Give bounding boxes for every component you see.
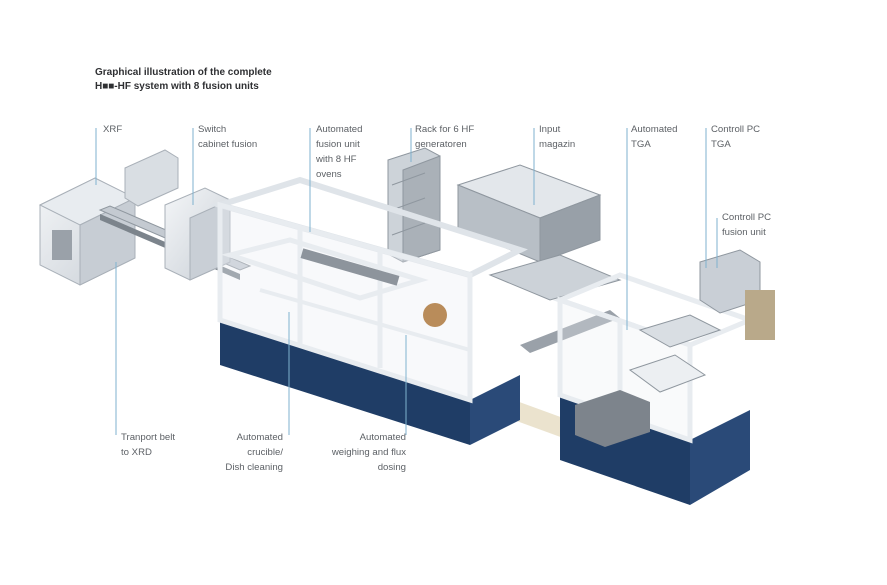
fusion-unit-frame xyxy=(209,176,528,445)
label-automated-tga: Automated TGA xyxy=(631,124,678,150)
label-transport-belt: Tranport belt to XRD xyxy=(121,432,176,458)
label-crucible-cleaning: Automated crucible/ Dish cleaning xyxy=(225,432,283,473)
label-xrf: XRF xyxy=(103,124,123,135)
tga-cell xyxy=(552,249,775,505)
label-controll-pc-fusion: Controll PC fusion unit xyxy=(722,212,772,238)
label-fusion-unit: Automated fusion unit with 8 HF ovens xyxy=(316,124,363,180)
leader-lines xyxy=(95,128,718,435)
title-line-1: Graphical illustration of the complete xyxy=(95,67,272,78)
label-weighing-dosing: Automated weighing and flux dosing xyxy=(331,432,406,473)
label-rack: Rack for 6 HF generatoren xyxy=(415,124,475,150)
hf-generator-rack xyxy=(387,147,441,263)
label-controll-pc-tga: Controll PC TGA xyxy=(711,124,761,150)
figure-title: Graphical illustration of the complete H… xyxy=(95,66,272,94)
xrf-unit xyxy=(38,149,179,286)
label-switch-cabinet: Switch cabinet fusion xyxy=(198,124,258,150)
label-input-magazin: Input magazin xyxy=(539,124,576,150)
title-line-2: H■■-HF system with 8 fusion units xyxy=(95,81,259,92)
